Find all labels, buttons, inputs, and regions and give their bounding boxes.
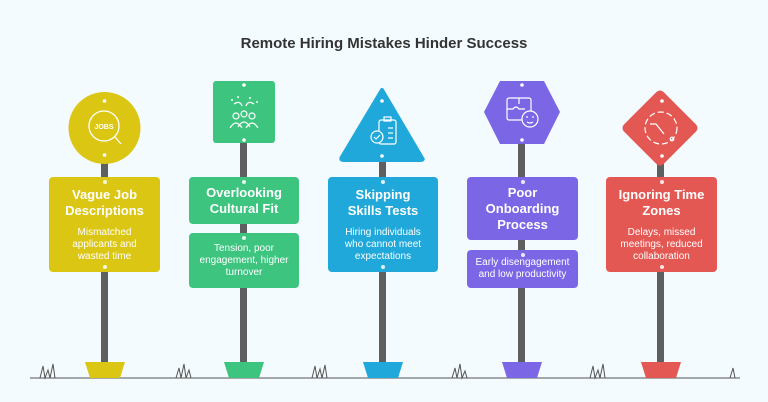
sign-poor-onboarding-process: Poor Onboarding Process bbox=[467, 177, 578, 240]
clipboard-check-icon bbox=[339, 88, 425, 162]
bolt-dot bbox=[242, 236, 246, 240]
jobs-search-icon: JOBS bbox=[68, 92, 141, 164]
sign-description: Delays, missed meetings, reduced collabo… bbox=[620, 226, 703, 262]
clock-icon bbox=[622, 90, 698, 166]
base-green bbox=[224, 362, 264, 378]
sign-description: Early disengagement and low productivity bbox=[475, 257, 570, 280]
bolt-dot bbox=[381, 265, 385, 269]
base-purple bbox=[502, 362, 542, 378]
sign-description: Hiring individuals who cannot meet expec… bbox=[344, 226, 422, 262]
sign-description-box: Tension, poor engagement, higher turnove… bbox=[189, 233, 299, 288]
bolt-dot bbox=[381, 180, 385, 184]
bolt-dot bbox=[242, 180, 246, 184]
sign-title: Overlooking Cultural Fit bbox=[206, 184, 282, 216]
sign-title: Skipping Skills Tests bbox=[347, 186, 419, 218]
page-title: Remote Hiring Mistakes Hinder Success bbox=[240, 35, 528, 52]
bolt-dot bbox=[102, 180, 107, 184]
sign-overlooking-cultural-fit: Overlooking Cultural Fit bbox=[189, 177, 299, 224]
base-red bbox=[641, 362, 681, 378]
grass-tufts bbox=[39, 363, 736, 380]
bolt-dot bbox=[659, 180, 664, 184]
team-celebration-icon bbox=[213, 81, 275, 143]
svg-text:JOBS: JOBS bbox=[94, 124, 113, 131]
sign-description: Tension, poor engagement, higher turnove… bbox=[199, 242, 289, 278]
sign-title: Ignoring Time Zones bbox=[618, 186, 705, 218]
bolt-dot bbox=[659, 265, 664, 269]
sign-vague-job-descriptions: Vague Job Descriptions Mismatched applic… bbox=[49, 177, 160, 272]
bolt-dot bbox=[520, 253, 525, 257]
sign-title: Vague Job Descriptions bbox=[65, 186, 144, 218]
bolt-dot bbox=[520, 180, 525, 184]
sign-ignoring-time-zones: Ignoring Time Zones Delays, missed meeti… bbox=[606, 177, 717, 272]
sign-description-box: Early disengagement and low productivity bbox=[467, 250, 578, 288]
sign-description: Mismatched applicants and wasted time bbox=[72, 226, 137, 262]
sign-title: Poor Onboarding Process bbox=[485, 184, 560, 232]
sign-skipping-skills-tests: Skipping Skills Tests Hiring individuals… bbox=[328, 177, 438, 272]
puzzle-face-icon bbox=[484, 81, 560, 144]
bolt-dot bbox=[102, 265, 107, 269]
base-yellow bbox=[85, 362, 125, 378]
base-blue bbox=[363, 362, 403, 378]
